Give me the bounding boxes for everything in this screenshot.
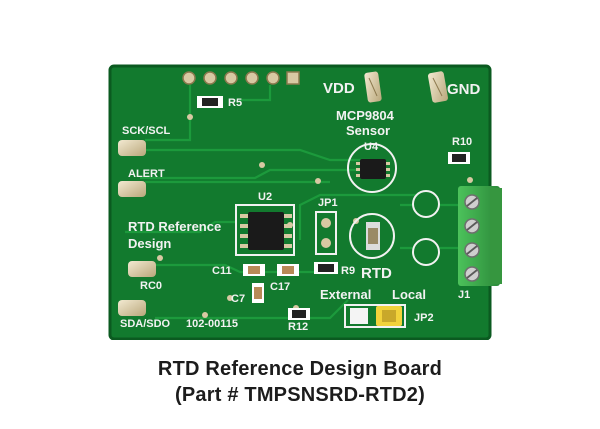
- c11-capacitor: [243, 264, 265, 276]
- alert-test-point: [118, 181, 146, 197]
- r12-label: R12: [288, 321, 308, 333]
- u4-label: U4: [364, 141, 379, 153]
- r10-resistor: [448, 152, 470, 164]
- c7-label: C7: [231, 293, 245, 305]
- sck-label: SCK/SCL: [122, 125, 171, 137]
- rc0-test-point: [128, 261, 156, 277]
- alert-label: ALERT: [128, 168, 165, 180]
- vdd-test-point: [364, 71, 382, 103]
- header-pins: [182, 71, 300, 85]
- caption-title: RTD Reference Design Board: [157, 358, 443, 380]
- rtd-reference-label: RTD Reference: [128, 219, 221, 234]
- rtd-footprint: [349, 213, 395, 259]
- r5-label: R5: [228, 97, 242, 109]
- r5-resistor: [197, 96, 223, 108]
- r9-label: R9: [341, 265, 355, 277]
- rtd-label: RTD: [361, 265, 392, 282]
- part-number-silk: 102-00115: [186, 318, 238, 330]
- gnd-label: GND: [447, 81, 481, 98]
- gnd-test-point: [427, 71, 449, 103]
- u4-sensor-chip: [347, 143, 397, 193]
- external-label: External: [320, 287, 371, 302]
- pcb-board-photo: VDD GND MCP9804 Sensor U4 R5 R10 SCK/SCL…: [108, 64, 502, 340]
- vdd-label: VDD: [323, 80, 355, 97]
- jp1-label: JP1: [318, 197, 338, 209]
- caption-part-number: (Part # TMPSNSRD-RTD2): [175, 384, 425, 406]
- local-label: Local: [392, 287, 426, 302]
- pcb-traces: [125, 85, 460, 320]
- j1-terminal-block: [458, 186, 502, 286]
- sda-label: SDA/SDO: [120, 318, 171, 330]
- design-label: Design: [128, 236, 171, 251]
- sda-test-point: [118, 300, 146, 316]
- c17-label: C17: [270, 281, 290, 293]
- c11-label: C11: [212, 265, 232, 277]
- sck-test-point: [118, 140, 146, 156]
- jp2-label: JP2: [414, 312, 434, 324]
- sensor-label: Sensor: [346, 123, 390, 138]
- c17-capacitor: [277, 264, 299, 276]
- jp1-jumper: [315, 211, 337, 255]
- r9-resistor: [314, 262, 338, 274]
- terminal-holes: [412, 190, 440, 266]
- rc0-label: RC0: [140, 280, 162, 292]
- j1-label: J1: [458, 289, 470, 301]
- mcp-label: MCP9804: [336, 108, 395, 123]
- jp2-jumper: [344, 304, 406, 328]
- u2-chip: [235, 204, 295, 256]
- c7-capacitor: [252, 283, 264, 303]
- pcb-body: [110, 66, 490, 339]
- r10-label: R10: [452, 136, 472, 148]
- r12-resistor: [288, 308, 310, 320]
- u2-label: U2: [258, 191, 272, 203]
